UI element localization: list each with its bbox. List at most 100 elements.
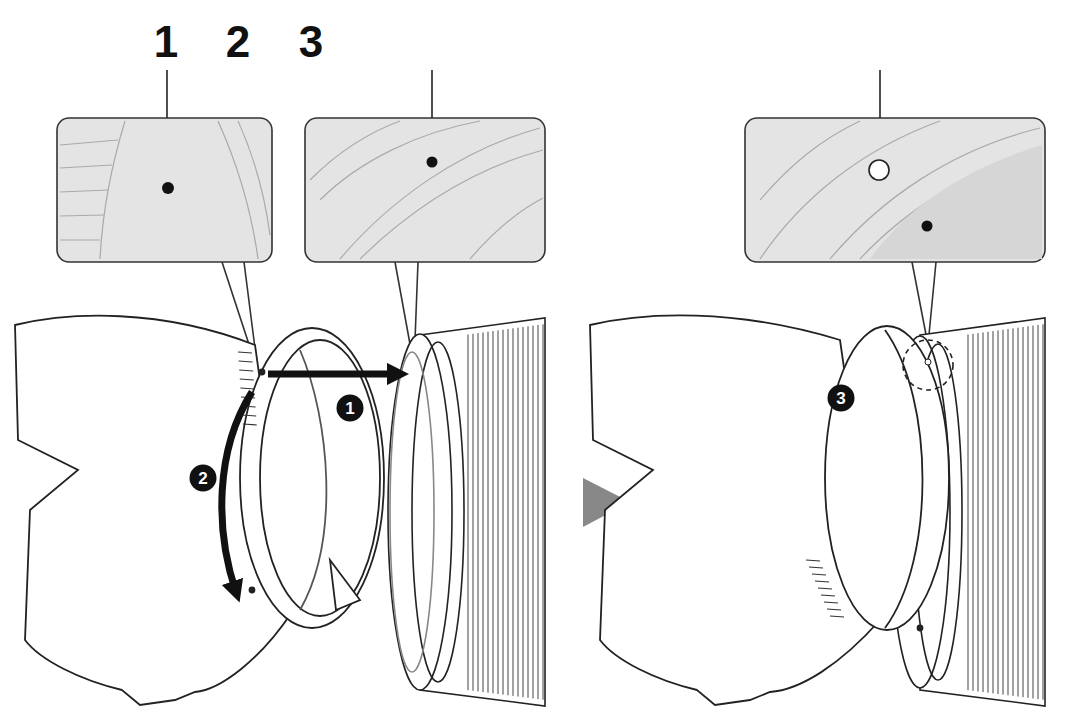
lens-barrel [1023, 327, 1024, 697]
lens-hood [885, 330, 923, 628]
lens-hood [300, 350, 326, 610]
lens-hood [812, 574, 826, 575]
callout-box [60, 165, 112, 168]
part-number: 2 [226, 20, 250, 64]
direction-arrow [222, 374, 398, 592]
direction-arrow [222, 392, 252, 592]
lens-hood [239, 361, 253, 362]
callout-box [60, 140, 118, 145]
lens-barrel [468, 334, 469, 690]
lens-barrel [412, 342, 464, 682]
lens-barrel [998, 330, 999, 694]
callout-box [310, 121, 400, 180]
lens-hood [925, 359, 931, 365]
lens-barrel [498, 330, 499, 694]
lens-hood [806, 560, 844, 617]
lens-barrel [1018, 328, 1019, 697]
lens-hood [809, 567, 823, 568]
lens-barrel [1013, 328, 1014, 696]
lens-hood [825, 326, 949, 630]
callout-box [340, 128, 540, 259]
lens-barrel [473, 334, 474, 691]
callout-box [760, 121, 1042, 259]
lens-hood [818, 588, 832, 589]
lens-hood [260, 340, 380, 616]
part-number: 1 [154, 20, 178, 64]
callout-box [305, 118, 545, 262]
lens-hood [330, 560, 360, 610]
lens-hood [821, 595, 835, 596]
lens-barrel [968, 324, 1043, 699]
lens-barrel [528, 326, 529, 698]
callout-box [60, 239, 100, 240]
callout-box [218, 121, 258, 259]
lens-barrel [493, 331, 494, 693]
lens-barrel [478, 333, 479, 691]
lens-hood [239, 370, 253, 371]
direction-arrow [268, 371, 398, 378]
lens-barrel [973, 334, 974, 691]
part-number: 3 [299, 20, 323, 64]
lens-hood [815, 581, 829, 582]
lens-barrel [488, 332, 489, 693]
lens-barrel [523, 327, 524, 697]
lens-barrel [1043, 324, 1044, 699]
lens-hood [242, 415, 256, 416]
lens-hood [260, 370, 265, 375]
callout-box [57, 118, 1045, 262]
callout-box [320, 121, 480, 200]
callout-box [745, 118, 1045, 262]
lens-barrel [533, 326, 534, 699]
lens-barrel [518, 328, 519, 697]
lens-hood [250, 588, 255, 593]
lens-hood [240, 388, 254, 389]
lens-barrel [1038, 325, 1039, 699]
lens-barrel [1008, 329, 1009, 695]
lens-barrel [508, 329, 509, 695]
lens-hood [240, 379, 254, 380]
lens-barrel [993, 331, 994, 693]
lens-barrel [988, 332, 989, 693]
lens-barrel [1028, 326, 1029, 698]
lens-barrel [513, 328, 514, 696]
lens-barrel [538, 325, 539, 699]
lens-hood [827, 609, 841, 610]
lens-barrel [983, 332, 984, 692]
callout-box [310, 121, 543, 259]
lens-hood [238, 352, 252, 353]
callout-box [57, 118, 272, 262]
callout-box [870, 145, 1042, 259]
lens-hood [830, 616, 844, 617]
lens-hood [806, 560, 820, 561]
lens-hood [824, 602, 838, 603]
callout-box [60, 190, 108, 192]
callout-box [360, 150, 543, 259]
callout-box [869, 160, 889, 180]
lens-barrel [483, 332, 484, 692]
lens-barrel [1033, 326, 1034, 699]
lens-barrel [388, 318, 545, 706]
callout-box [922, 221, 933, 232]
lens-barrel [390, 352, 434, 672]
step-number: 1 [337, 395, 364, 422]
lens-hood [590, 315, 953, 705]
callout-box [100, 121, 125, 259]
lens-barrel [503, 330, 504, 695]
lens-hood [903, 340, 953, 390]
lens-barrel [543, 324, 544, 699]
callout-box [162, 182, 174, 194]
lens-barrel [978, 333, 979, 691]
lens-barrel [968, 334, 969, 690]
callout-box [427, 157, 438, 168]
lens-hood [243, 424, 257, 425]
callout-box [60, 215, 104, 216]
lens-barrel [468, 324, 543, 699]
callout-box [60, 121, 270, 259]
lens-barrel [1003, 330, 1004, 695]
callout-box [470, 198, 543, 259]
step-number: 2 [190, 465, 217, 492]
callout-box [760, 121, 860, 200]
